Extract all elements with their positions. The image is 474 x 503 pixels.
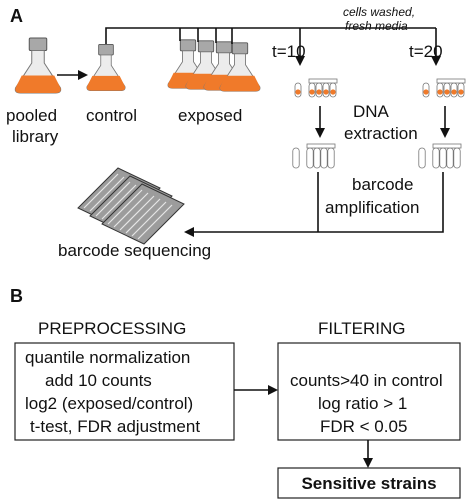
arrow-to-sequencing [184, 172, 444, 237]
amplification-label: amplification [325, 198, 420, 217]
culture-tubes-t20-icon [422, 78, 466, 98]
barcode-sequencing-label: barcode sequencing [58, 241, 211, 260]
preprocessing-line-1: quantile normalization [25, 348, 190, 367]
dna-tubes-t10-icon [292, 143, 336, 169]
control-label: control [86, 106, 137, 125]
t20-label: t=20 [409, 42, 443, 61]
panel-b-label: B [10, 286, 23, 306]
filtering-title: FILTERING [318, 319, 406, 338]
pooled-label: pooled [6, 106, 57, 125]
preprocessing-line-3: log2 (exposed/control) [25, 394, 193, 413]
filtering-line-2: log ratio > 1 [318, 394, 407, 413]
barcode-label: barcode [352, 175, 413, 194]
control-flask-icon [86, 43, 126, 92]
dna-label: DNA [353, 102, 390, 121]
library-label: library [12, 127, 59, 146]
preprocessing-line-4: t-test, FDR adjustment [30, 417, 200, 436]
top-connector [105, 27, 436, 44]
exposed-flasks-icon [167, 39, 261, 92]
extraction-label: extraction [344, 124, 418, 143]
note-line-1: cells washed, [343, 5, 415, 19]
dna-tubes-t20-icon [418, 143, 462, 169]
pooled-library-flask-icon [14, 37, 62, 94]
filtering-box [277, 342, 461, 441]
t10-label: t=10 [272, 42, 306, 61]
filtering-line-3: FDR < 0.05 [320, 417, 407, 436]
result-label: Sensitive strains [301, 474, 436, 493]
sequencing-plates-icon [77, 167, 185, 245]
result-box [277, 467, 461, 499]
note-line-2: fresh media [345, 19, 408, 33]
preprocessing-title: PREPROCESSING [38, 319, 186, 338]
panel-a-label: A [10, 6, 23, 26]
filtering-line-1: counts>40 in control [290, 371, 443, 390]
exposed-label: exposed [178, 106, 242, 125]
preprocessing-line-2: add 10 counts [45, 371, 152, 390]
culture-tubes-t10-icon [294, 78, 338, 98]
preprocessing-box [14, 342, 235, 441]
